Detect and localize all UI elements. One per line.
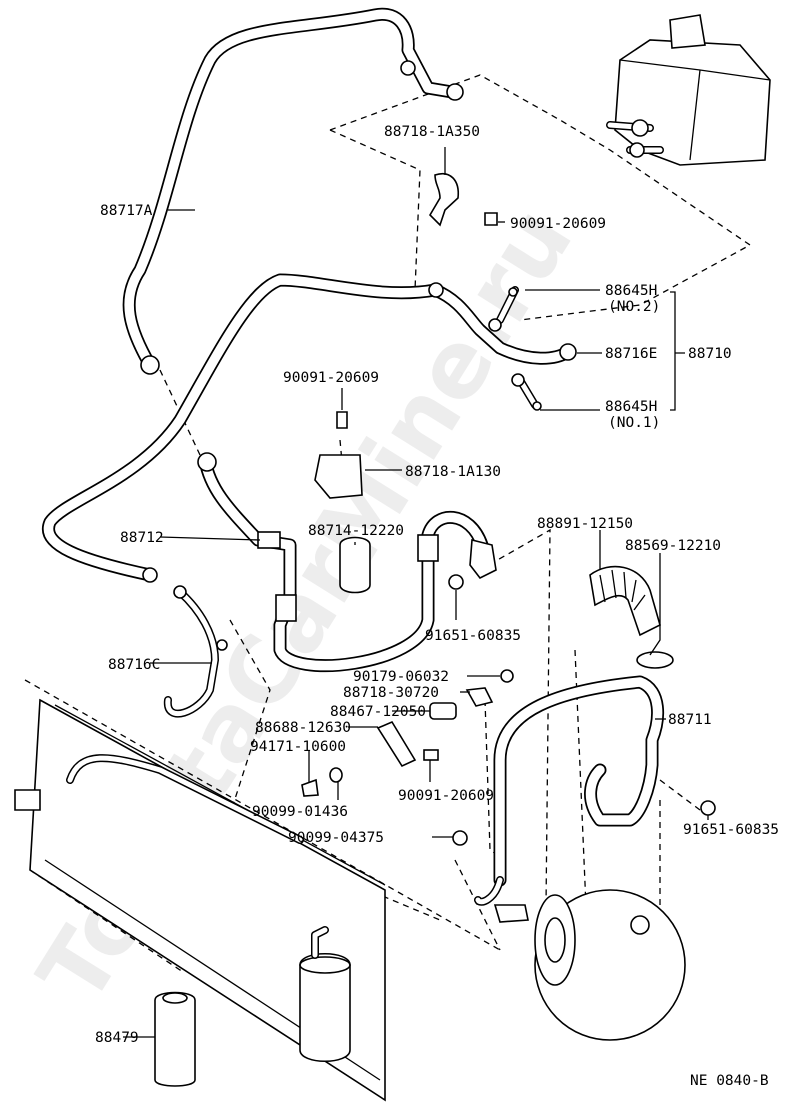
part-label-88712: 88712 [120, 530, 164, 546]
part-label-90099-01436: 90099-01436 [252, 804, 348, 820]
part-label-88718-1A350: 88718-1A350 [384, 124, 480, 140]
part-label-90179-06032: 90179-06032 [353, 669, 449, 685]
compressor [534, 889, 686, 1041]
diagram-id: NE 0840-B [690, 1073, 769, 1089]
tube-88712 [197, 411, 497, 673]
part-labels: 88717A88718-1A35090091-2060988645H(NO.2)… [95, 124, 779, 1046]
part-label-88714-12220: 88714-12220 [308, 523, 404, 539]
clamp-88718-1A350 [428, 173, 498, 227]
part-label-88467-12050: 88467-12050 [330, 704, 426, 720]
part-label-88645H-2-sub: (NO.2) [608, 299, 660, 315]
part-label-90099-04375: 90099-04375 [288, 830, 384, 846]
small-fittings [301, 669, 716, 846]
part-label-88479: 88479 [95, 1030, 139, 1046]
receiver-dryer [299, 926, 351, 1062]
leader-lines [123, 147, 709, 1038]
part-label-94171-10600: 94171-10600 [250, 739, 346, 755]
part-label-88688-12630: 88688-12630 [255, 720, 351, 736]
part-label-90091-20609-a: 90091-20609 [510, 216, 606, 232]
hose-88711 [474, 675, 665, 923]
condenser [14, 698, 386, 1102]
part-label-88645H-1-sub: (NO.1) [608, 415, 660, 431]
part-label-88710: 88710 [688, 346, 732, 362]
part-label-88717A: 88717A [100, 203, 153, 219]
part-label-88718-30720: 88718-30720 [343, 685, 439, 701]
part-label-88716C: 88716C [108, 657, 160, 673]
part-label-88718-1A130: 88718-1A130 [405, 464, 501, 480]
part-label-88645H-1: 88645H [605, 399, 657, 415]
part-label-88645H-2: 88645H [605, 283, 657, 299]
tube-88716C [163, 585, 228, 718]
hose-88717A [122, 7, 464, 375]
oil-bottle [154, 991, 196, 1087]
part-label-88891-12150: 88891-12150 [537, 516, 633, 532]
expansion-valve-unit [606, 14, 771, 166]
part-label-90091-20609-c: 90091-20609 [398, 788, 494, 804]
part-label-88569-12210: 88569-12210 [625, 538, 721, 554]
part-label-91651-60835-a: 91651-60835 [425, 628, 521, 644]
tube-88716E [42, 273, 577, 583]
part-label-90091-20609-b: 90091-20609 [283, 370, 379, 386]
part-label-88716E: 88716E [605, 346, 657, 362]
part-label-91651-60835-b: 91651-60835 [683, 822, 779, 838]
part-label-88711: 88711 [668, 712, 712, 728]
